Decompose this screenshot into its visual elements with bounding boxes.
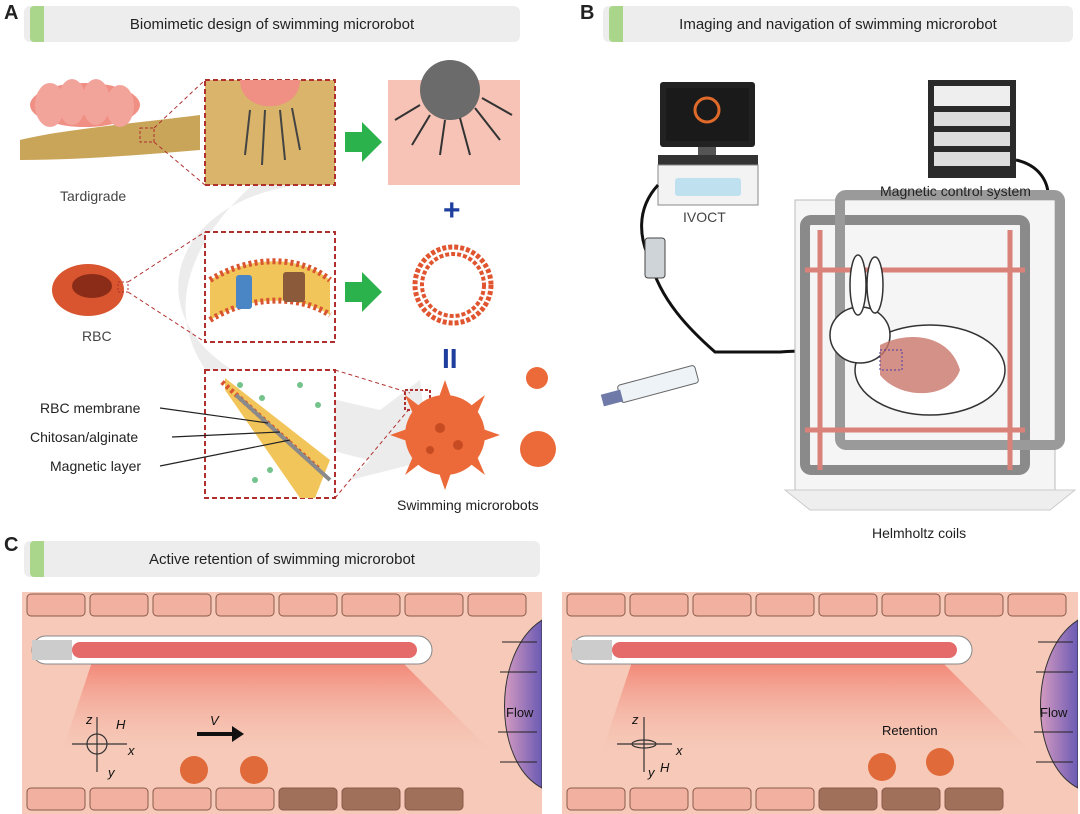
rabbit-illustration xyxy=(829,254,1006,416)
axis-h-right: H xyxy=(660,760,670,775)
panel-b-illustration xyxy=(600,80,1077,511)
tardigrade-illustration xyxy=(20,79,200,160)
helmholtz-label: Helmholtz coils xyxy=(872,525,967,541)
panel-letter-c: C xyxy=(4,534,19,556)
swimming-microrobots-label: Swimming microrobots xyxy=(397,497,539,513)
ivoct-monitor xyxy=(657,82,759,206)
spike-result-box xyxy=(388,60,520,185)
velocity-arrow xyxy=(197,726,244,742)
membrane-zoom-box xyxy=(127,231,336,343)
endothelial-top-row xyxy=(566,593,1067,617)
catheter-handle xyxy=(644,237,666,279)
axis-x-right: x xyxy=(676,743,683,758)
ivoct-label: IVOCT xyxy=(683,209,726,225)
microrobots-retained xyxy=(868,748,954,781)
flow-label-right: Flow xyxy=(1040,705,1068,720)
panel-letter-a: A xyxy=(4,2,19,24)
panel-a-header: Biomimetic design of swimming microrobot xyxy=(24,6,520,42)
axis-gizmo xyxy=(617,717,672,772)
panel-letter-b: B xyxy=(580,2,595,24)
axis-x-left: x xyxy=(128,743,135,758)
syringe xyxy=(600,365,699,407)
rbc-membrane-label: RBC membrane xyxy=(40,400,141,416)
retention-label: Retention xyxy=(882,723,938,738)
green-arrow-2 xyxy=(345,272,382,312)
flow-profile xyxy=(1040,619,1078,789)
panel-c-title: Active retention of swimming microrobot xyxy=(149,550,415,568)
axis-y-right: y xyxy=(648,765,655,780)
endothelial-top-row xyxy=(26,593,527,617)
microrobot-small-2 xyxy=(520,431,556,467)
flow-label-left: Flow xyxy=(506,705,534,720)
plus-sign: + xyxy=(443,194,461,227)
vessel-right xyxy=(562,592,1078,814)
magnetic-control-label: Magnetic control system xyxy=(880,183,1031,199)
light-beam xyxy=(62,662,492,752)
microrobot-large xyxy=(405,395,485,475)
light-beam xyxy=(602,662,1032,752)
microrobot-cluster xyxy=(390,367,556,490)
axis-z-left: z xyxy=(86,712,93,727)
velocity-label: V xyxy=(210,713,219,728)
layer-zoom-box xyxy=(159,369,431,499)
endothelial-bottom-row xyxy=(26,787,464,811)
rbc-illustration xyxy=(52,264,129,316)
panel-c-header: Active retention of swimming microrobot xyxy=(24,541,540,577)
endothelial-bottom-row xyxy=(566,787,1004,811)
microrobot-small-1 xyxy=(526,367,548,389)
panel-b-header: Imaging and navigation of swimming micro… xyxy=(603,6,1073,42)
vesicle-illustration xyxy=(412,244,494,326)
panel-a-illustration: + II xyxy=(20,60,556,499)
microrobots-left xyxy=(180,756,268,784)
equals-sign: II xyxy=(442,343,458,374)
panel-a-title: Biomimetic design of swimming microrobot xyxy=(129,15,415,33)
header-tab xyxy=(30,541,44,577)
axis-gizmo xyxy=(72,717,127,772)
axis-z-right: z xyxy=(632,712,639,727)
magnetic-layer-label: Magnetic layer xyxy=(50,458,142,474)
panel-b-title: Imaging and navigation of swimming micro… xyxy=(679,15,997,33)
chitosan-label: Chitosan/alginate xyxy=(30,429,139,445)
axis-y-left: y xyxy=(108,765,115,780)
rbc-label: RBC xyxy=(82,328,112,344)
axis-h-left: H xyxy=(116,717,126,732)
header-tab xyxy=(609,6,623,42)
magnetic-control-rack xyxy=(928,80,1016,178)
green-arrow-1 xyxy=(345,122,382,162)
vessel-left xyxy=(22,592,542,814)
header-tab xyxy=(30,6,44,42)
flow-profile xyxy=(504,619,542,789)
tardigrade-label: Tardigrade xyxy=(60,188,127,204)
claw-zoom-box xyxy=(153,79,336,186)
